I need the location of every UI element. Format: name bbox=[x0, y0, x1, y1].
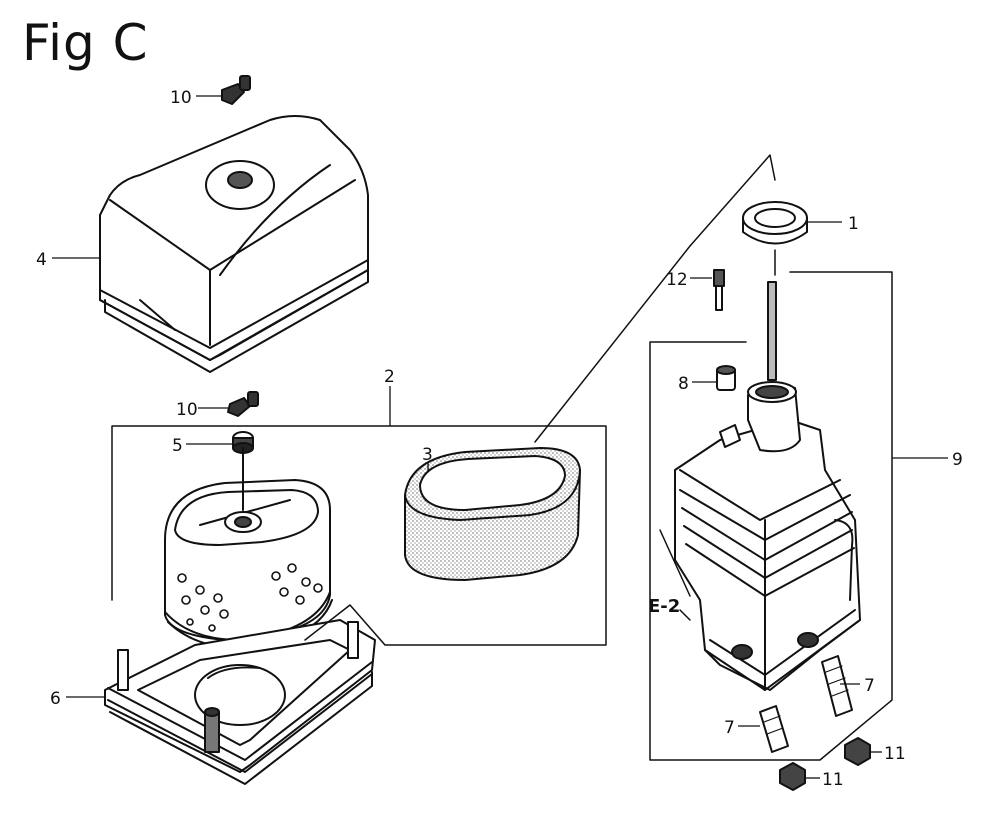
wing-bolt-top bbox=[221, 75, 251, 105]
wing-bolt-middle bbox=[227, 391, 259, 417]
muffler bbox=[674, 381, 861, 691]
callout-10-mid: 10 bbox=[176, 400, 198, 420]
callout-2: 2 bbox=[384, 367, 395, 387]
stud-7-right bbox=[821, 655, 853, 717]
grommet bbox=[232, 431, 254, 454]
leader-e-diagonal bbox=[534, 154, 776, 443]
muffler-stud bbox=[767, 281, 777, 381]
e2-arrow-down bbox=[679, 609, 691, 621]
bracket-muffler-assembly bbox=[649, 271, 893, 761]
bolt-12 bbox=[713, 269, 725, 311]
e2-arrow-up bbox=[659, 529, 691, 597]
callout-7-left: 7 bbox=[724, 718, 735, 738]
collar-8 bbox=[716, 365, 736, 391]
air-cleaner-cover bbox=[99, 115, 369, 373]
callout-7-right: 7 bbox=[864, 676, 875, 696]
foam-prefilter bbox=[404, 447, 581, 581]
reference-e2: E-2 bbox=[648, 596, 680, 617]
bracket-element-assembly bbox=[111, 425, 607, 646]
callout-11-left: 11 bbox=[822, 770, 844, 790]
air-cleaner-base bbox=[104, 619, 376, 785]
figure-title: Fig C bbox=[22, 14, 149, 72]
callout-12: 12 bbox=[666, 270, 688, 290]
nut-11-left bbox=[779, 762, 806, 791]
nut-11-right bbox=[844, 737, 871, 766]
callout-3: 3 bbox=[422, 445, 433, 465]
callout-5: 5 bbox=[172, 436, 183, 456]
callout-10-top: 10 bbox=[170, 88, 192, 108]
callout-4: 4 bbox=[36, 250, 47, 270]
callout-9: 9 bbox=[952, 450, 963, 470]
callout-11-right: 11 bbox=[884, 744, 906, 764]
paper-element bbox=[164, 447, 333, 649]
callout-6: 6 bbox=[50, 689, 61, 709]
callout-1: 1 bbox=[848, 214, 859, 234]
gasket bbox=[742, 201, 808, 245]
callout-8: 8 bbox=[678, 374, 689, 394]
stud-7-left bbox=[759, 705, 789, 753]
